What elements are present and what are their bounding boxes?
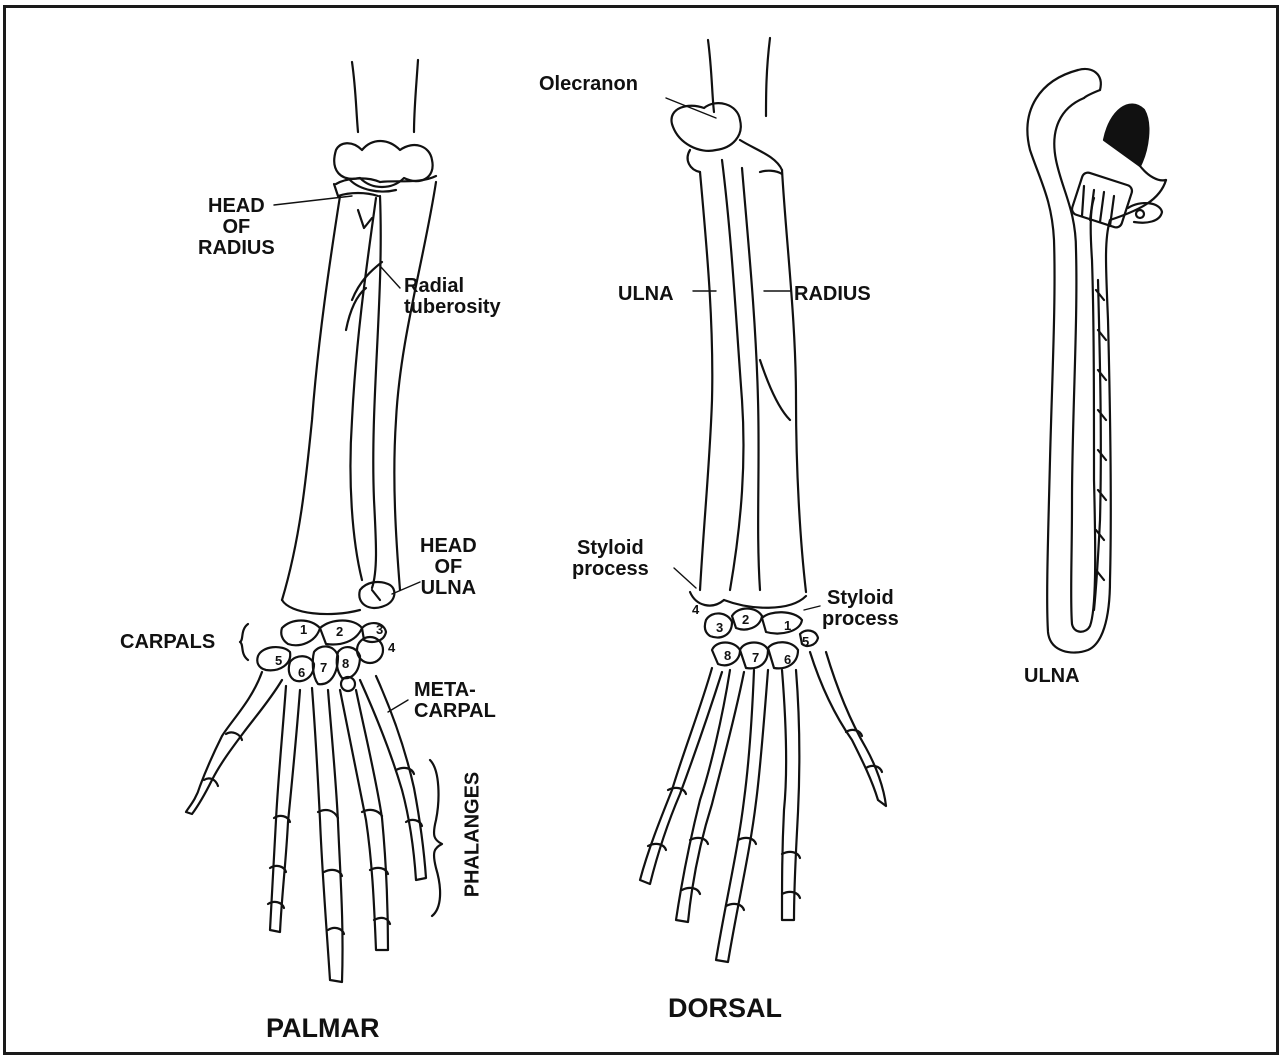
dorsal-carpal-1: 1 (784, 618, 791, 633)
label-head-of-radius-line2: OF (198, 217, 275, 238)
label-radius: RADIUS (794, 284, 871, 305)
caption-palmar: PALMAR (266, 1014, 379, 1042)
dorsal-carpal-3: 3 (716, 620, 723, 635)
palmar-leader-lines (274, 196, 420, 712)
palmar-carpal-7: 7 (320, 660, 327, 675)
label-styloid-process-radius: Styloid process (822, 588, 899, 630)
label-metacarpal-line1: META- (414, 680, 496, 701)
dorsal-carpal-2: 2 (742, 612, 749, 627)
label-head-of-radius-line3: RADIUS (198, 238, 275, 259)
label-head-of-radius: HEAD OF RADIUS (198, 196, 275, 259)
label-styloid-left-line1: Styloid (572, 538, 649, 559)
wrench-drawing (1027, 69, 1166, 653)
label-styloid-left-line2: process (572, 559, 649, 580)
label-head-of-ulna-line2: OF (420, 557, 477, 578)
palmar-carpal-1: 1 (300, 622, 307, 637)
caption-dorsal: DORSAL (668, 994, 782, 1022)
label-carpals: CARPALS (120, 632, 215, 653)
dorsal-carpal-8: 8 (724, 648, 731, 663)
dorsal-carpal-7: 7 (752, 650, 759, 665)
label-styloid-process-ulna: Styloid process (572, 538, 649, 580)
palmar-carpal-8: 8 (342, 656, 349, 671)
caption-wrench-ulna: ULNA (1024, 666, 1080, 687)
label-styloid-right-line2: process (822, 609, 899, 630)
label-radial-tuberosity-line2: tuberosity (404, 297, 501, 318)
label-styloid-right-line1: Styloid (822, 588, 899, 609)
label-radial-tuberosity: Radial tuberosity (404, 276, 501, 318)
dorsal-carpal-4: 4 (692, 602, 699, 617)
label-olecranon: Olecranon (539, 74, 638, 95)
label-head-of-ulna-line1: HEAD (420, 536, 477, 557)
label-head-of-ulna-line3: ULNA (420, 578, 477, 599)
label-ulna: ULNA (618, 284, 674, 305)
palmar-carpal-4: 4 (388, 640, 395, 655)
palmar-carpal-6: 6 (298, 665, 305, 680)
palmar-carpal-3: 3 (376, 622, 383, 637)
palmar-carpal-5: 5 (275, 653, 282, 668)
label-radial-tuberosity-line1: Radial (404, 276, 501, 297)
label-metacarpal: META- CARPAL (414, 680, 496, 722)
dorsal-carpal-6: 6 (784, 652, 791, 667)
label-phalanges: PHALANGES (462, 772, 483, 898)
label-metacarpal-line2: CARPAL (414, 701, 496, 722)
dorsal-forearm-drawing (640, 38, 886, 962)
dorsal-carpal-5: 5 (802, 634, 809, 649)
label-head-of-radius-line1: HEAD (198, 196, 275, 217)
palmar-carpal-2: 2 (336, 624, 343, 639)
label-head-of-ulna: HEAD OF ULNA (420, 536, 477, 599)
